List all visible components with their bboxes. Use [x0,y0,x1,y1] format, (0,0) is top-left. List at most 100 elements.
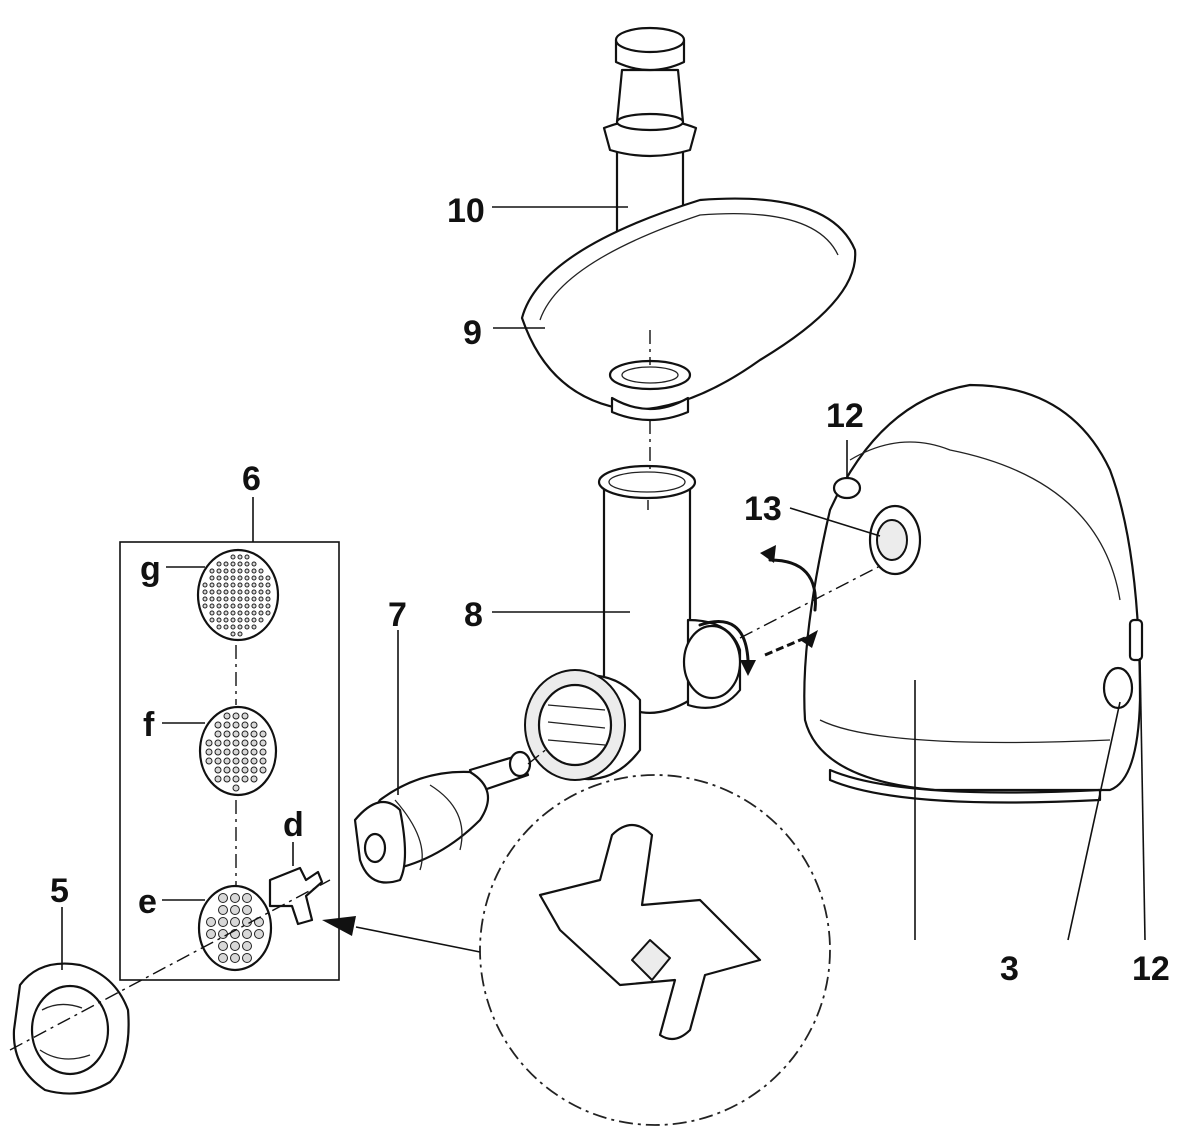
plate-hole [244,624,250,630]
plate-hole [232,739,240,747]
plate-hole [237,596,243,602]
part-labels: 10 9 12 13 6 g 7 8 f d 5 e 3 12 [50,192,1170,988]
plate-hole [265,589,271,595]
plate-hole [230,582,236,588]
plate-hole [223,603,229,609]
plate-hole [250,739,258,747]
plate-hole [258,582,264,588]
plate-hole [251,589,257,595]
label-g: g [140,550,161,588]
plate-hole [258,603,264,609]
plate-hole [242,953,252,963]
plate-hole [265,603,271,609]
plate-hole [216,610,222,616]
plate-hole [265,582,271,588]
plate-hole [216,575,222,581]
plate-hole [241,712,249,720]
plate-hole [216,582,222,588]
plate-hole [259,748,267,756]
label-12-bottom: 12 [1132,950,1170,988]
plate-hole [205,757,213,765]
plate-hole [232,748,240,756]
plate-hole [214,730,222,738]
plate-hole [258,610,264,616]
plate-hole [265,575,271,581]
plate-hole [218,953,228,963]
plate-hole [232,784,240,792]
plate-hole [230,610,236,616]
plate-hole [230,561,236,567]
plate-hole [244,561,250,567]
plate-hole [223,730,231,738]
plate-hole [265,596,271,602]
plate-hole [259,739,267,747]
plate-hole [251,603,257,609]
plate-hole [223,561,229,567]
plate-hole [216,617,222,623]
plate-hole [216,624,222,630]
plate-hole [206,929,216,939]
plate-hole [232,712,240,720]
plate-hole [259,757,267,765]
plate-hole [216,603,222,609]
plate-hole [251,575,257,581]
plate-hole [258,568,264,574]
plate-hole [223,712,231,720]
plate-hole [241,775,249,783]
plate-hole [244,610,250,616]
label-3: 3 [1000,950,1019,988]
plate-hole [202,589,208,595]
plate-hole [241,766,249,774]
plate-hole [237,624,243,630]
plate-hole [237,610,243,616]
plate-hole [251,617,257,623]
plate-hole [244,617,250,623]
grinder-head-part-8 [524,464,742,781]
plate-hole [237,589,243,595]
rotation-arrows [698,545,818,676]
plate-hole [218,941,228,951]
plate-hole [237,575,243,581]
plate-hole [244,589,250,595]
plate-hole [232,721,240,729]
label-d: d [283,806,304,844]
plate-hole [223,624,229,630]
plate-hole [242,893,252,903]
label-13: 13 [744,490,782,528]
label-8: 8 [464,596,483,634]
plate-hole [223,748,231,756]
plate-hole [214,757,222,765]
plate-hole [232,730,240,738]
plate-hole [223,775,231,783]
plate-hole [216,589,222,595]
plate-hole [216,568,222,574]
plate-hole [258,589,264,595]
plate-hole [202,596,208,602]
label-6: 6 [242,460,261,498]
detail-pointer-arrow [322,916,481,953]
plate-hole [241,757,249,765]
label-5: 5 [50,872,69,910]
plate-hole [250,730,258,738]
assembly-axes [9,330,881,1051]
plate-hole [230,575,236,581]
auger-part-7 [353,750,532,884]
plate-hole [214,748,222,756]
plate-hole [230,617,236,623]
plate-hole [209,617,215,623]
plate-hole [242,929,252,939]
plate-hole [232,775,240,783]
plate-hole [223,757,231,765]
plate-hole [241,748,249,756]
plate-hole [209,610,215,616]
label-9: 9 [463,314,482,352]
plates-group-box [119,541,340,981]
plate-hole [230,554,236,560]
plate-hole [209,575,215,581]
label-12-top: 12 [826,397,864,435]
plate-hole [230,893,240,903]
plate-hole [241,739,249,747]
plate-hole [214,739,222,747]
plate-hole [223,610,229,616]
plate-hole [209,582,215,588]
